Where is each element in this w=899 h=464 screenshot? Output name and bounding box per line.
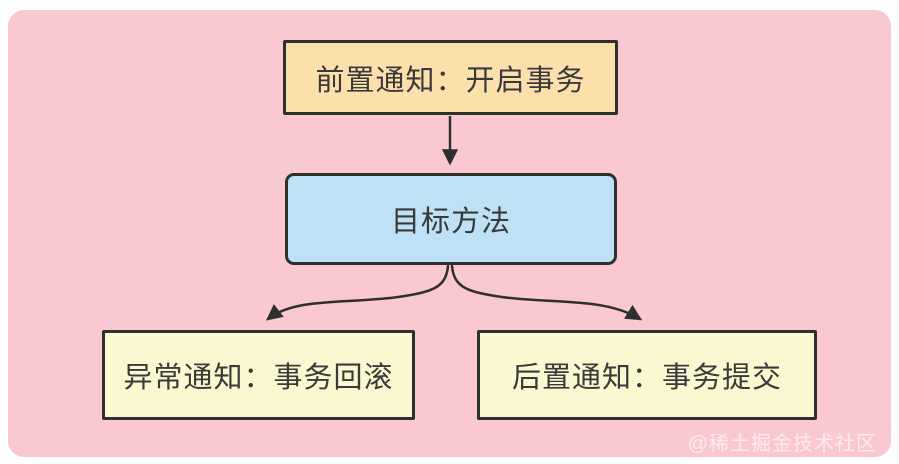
watermark: @稀土掘金技术社区	[687, 433, 877, 455]
node-exception-advice: 异常通知：事务回滚	[102, 330, 415, 420]
node-pre-advice: 前置通知：开启事务	[283, 40, 618, 115]
node-exception-advice-label: 异常通知：事务回滚	[123, 362, 394, 394]
node-target-method-label: 目标方法	[390, 206, 511, 238]
node-after-advice-label: 后置通知：事务提交	[511, 362, 782, 394]
node-pre-advice-label: 前置通知：开启事务	[315, 64, 586, 97]
node-target-method: 目标方法	[285, 173, 617, 265]
node-after-advice: 后置通知：事务提交	[477, 330, 817, 420]
